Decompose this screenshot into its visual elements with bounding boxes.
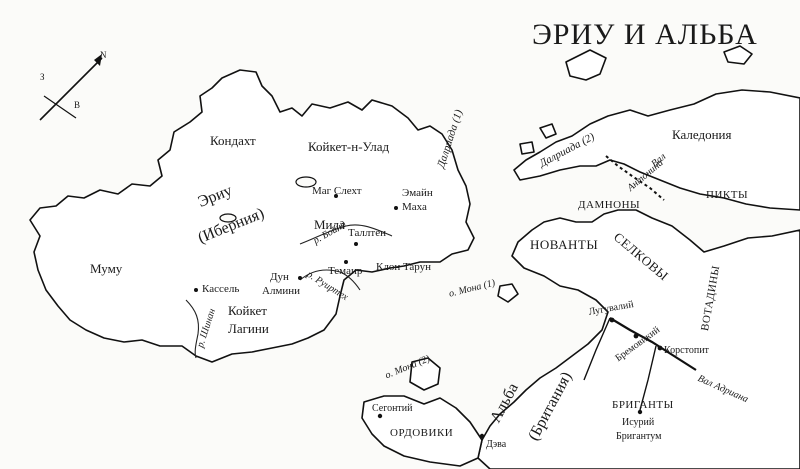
dot-talten xyxy=(354,242,358,246)
place-emain: Эмайн xyxy=(402,187,433,199)
place-talten: Таллтен xyxy=(348,227,386,239)
place-korstopit: Корстопит xyxy=(664,345,709,356)
dot-mag-sleht xyxy=(334,194,338,198)
compass-rose xyxy=(39,54,103,121)
dot-isuriy xyxy=(637,409,643,415)
island-small-2 xyxy=(519,141,535,155)
compass-north: N xyxy=(100,50,107,60)
island-mona-1 xyxy=(497,283,519,303)
region-mida: Мида xyxy=(314,217,345,232)
dot-dun xyxy=(298,276,302,280)
hadrian-wall-line xyxy=(609,317,697,371)
region-pikty: ПИКТЫ xyxy=(706,189,749,201)
place-isuriy: Исурий xyxy=(622,417,655,428)
region-koiket-n-ulad: Койкет-н-Улад xyxy=(308,139,390,154)
place-almini: Алмини xyxy=(262,285,301,297)
place-brigantum: Бригантум xyxy=(616,431,662,442)
place-mag-sleht: Маг Слехт xyxy=(312,185,362,197)
river-ruirtech xyxy=(299,269,361,291)
britain-landmass xyxy=(513,89,800,211)
dot-deva xyxy=(479,433,485,439)
place-temair: Темаир xyxy=(328,265,363,277)
dot-temair xyxy=(344,260,348,264)
place-segontii: Сегонтий xyxy=(372,403,413,414)
region-kaledonia: Каледония xyxy=(672,127,732,142)
road-1 xyxy=(639,345,657,411)
dot-bremenny xyxy=(633,333,639,339)
island-mona-2 xyxy=(409,357,441,391)
map-title: ЭРИУ И АЛЬБА xyxy=(532,18,758,51)
dot-kassel xyxy=(194,288,198,292)
region-briganty: БРИГАНТЫ xyxy=(612,399,674,411)
region-ordoviki: ОРДОВИКИ xyxy=(390,427,454,439)
lake-1 xyxy=(295,176,317,188)
region-mumu: Муму xyxy=(90,261,123,276)
region-novanty: НОВАНТЫ xyxy=(530,237,599,252)
dot-segontii xyxy=(377,413,383,419)
island-small-1 xyxy=(539,123,557,139)
place-klon-tarun: Клон Тарун xyxy=(376,261,432,273)
wales-landmass xyxy=(361,395,483,467)
road-2 xyxy=(583,317,611,381)
river-shinnan xyxy=(185,299,200,359)
dot-emain xyxy=(394,206,398,210)
antonine-wall-line xyxy=(605,155,665,201)
compass-east: В xyxy=(74,100,81,110)
region-koiket: Койкет xyxy=(228,303,267,318)
britain-south-landmass xyxy=(477,209,800,469)
dot-luguvaliy xyxy=(609,317,615,323)
region-kondacht: Кондахт xyxy=(210,133,256,148)
place-maha: Маха xyxy=(402,201,427,213)
place-kassel: Кассель xyxy=(202,283,240,295)
island-hebrides xyxy=(565,49,607,81)
region-damnony: ДАМНОНЫ xyxy=(578,199,641,211)
dot-korstopit xyxy=(657,345,663,351)
river-boind xyxy=(299,224,393,245)
place-dun: Дун xyxy=(270,271,289,283)
compass-west: З xyxy=(40,72,45,82)
lake-2 xyxy=(219,213,237,223)
region-lagini: Лагини xyxy=(228,321,269,336)
place-deva: Дэва xyxy=(486,439,507,450)
island-north xyxy=(723,45,753,65)
ireland-landmass xyxy=(29,69,475,363)
